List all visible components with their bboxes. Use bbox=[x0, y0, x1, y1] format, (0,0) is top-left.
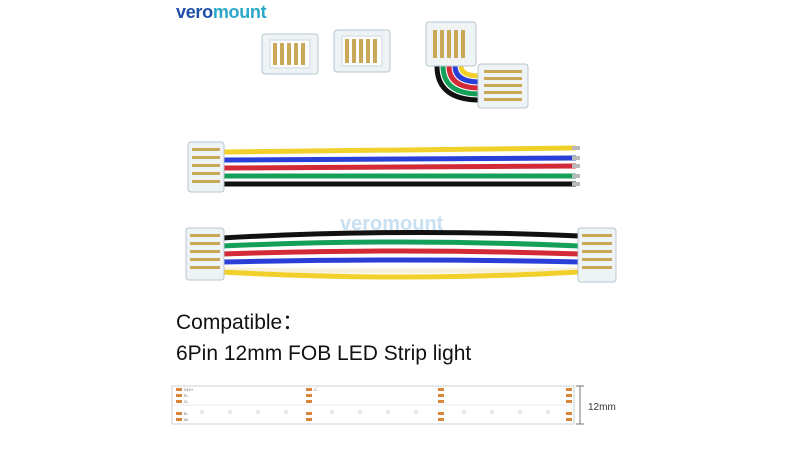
brand-logo: veromount bbox=[176, 2, 267, 23]
product-title: 6Pin 12mm FOB LED Strip light bbox=[176, 342, 472, 365]
watermark: veromount bbox=[340, 213, 444, 235]
connector-l-head-side bbox=[477, 63, 529, 109]
brand-logo-part1: vero bbox=[176, 2, 213, 22]
strip-pad-labels: 24V+ R- G- B- W- C- bbox=[184, 387, 319, 422]
pad-label-w: W- bbox=[184, 417, 190, 422]
cable-end-pins bbox=[572, 146, 580, 186]
connector-l-shape bbox=[434, 63, 483, 103]
pad-label-b: B- bbox=[184, 411, 189, 416]
connector-cable-single-head bbox=[187, 141, 225, 193]
connector-straight-2 bbox=[333, 29, 391, 73]
led-strip bbox=[171, 385, 584, 425]
brand-logo-part2: mount bbox=[212, 2, 267, 22]
cable-double-connector bbox=[219, 229, 583, 280]
strip-solder-pads bbox=[176, 388, 572, 421]
strip-width-label: 12mm bbox=[588, 402, 616, 413]
pad-label-g: G- bbox=[184, 399, 189, 404]
pad-label-24v: 24V+ bbox=[184, 387, 194, 392]
pad-label-r: R- bbox=[184, 393, 189, 398]
pad-label-c: C- bbox=[314, 387, 319, 392]
cable-single-connector bbox=[219, 145, 578, 187]
connector-l-head-top bbox=[425, 21, 477, 67]
connector-cable-double-left bbox=[185, 227, 225, 281]
connector-straight-1 bbox=[261, 33, 319, 75]
connector-cable-double-right bbox=[577, 227, 617, 283]
compatible-label: Compatible： bbox=[176, 311, 304, 334]
